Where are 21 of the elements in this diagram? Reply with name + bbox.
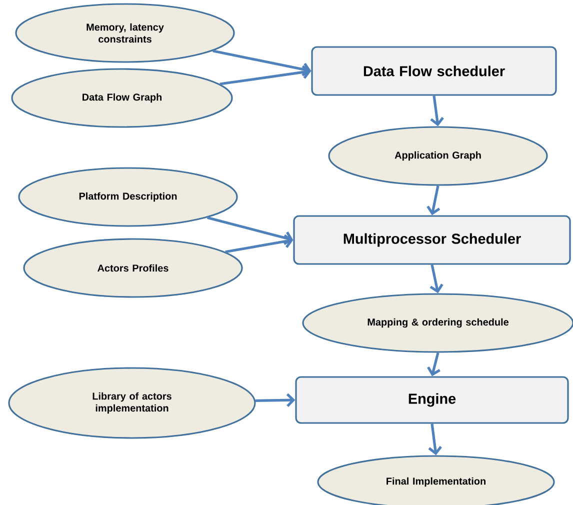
arrow xyxy=(430,264,444,294)
arrow xyxy=(206,216,294,245)
arrow xyxy=(428,424,442,456)
arrow xyxy=(427,352,440,376)
process-box: Data Flow scheduler xyxy=(311,46,557,96)
arrow xyxy=(220,65,312,86)
arrow xyxy=(426,186,440,216)
arrow xyxy=(430,96,444,126)
process-box: Engine xyxy=(295,376,569,424)
ellipse-node: Memory, latency constraints xyxy=(15,3,235,63)
arrow xyxy=(212,50,312,76)
ellipse-node: Platform Description xyxy=(18,167,238,227)
ellipse-node: Mapping & ordering schedule xyxy=(302,293,573,353)
ellipse-node: Actors Profiles xyxy=(23,238,243,298)
ellipse-node: Application Graph xyxy=(328,126,548,186)
ellipse-node: Data Flow Graph xyxy=(11,68,233,128)
arrow xyxy=(256,393,296,408)
process-box: Multiprocessor Scheduler xyxy=(293,215,571,265)
ellipse-node: Library of actors implementation xyxy=(8,367,256,439)
ellipse-node: Final Implementation xyxy=(317,455,555,505)
arrow xyxy=(225,234,294,254)
